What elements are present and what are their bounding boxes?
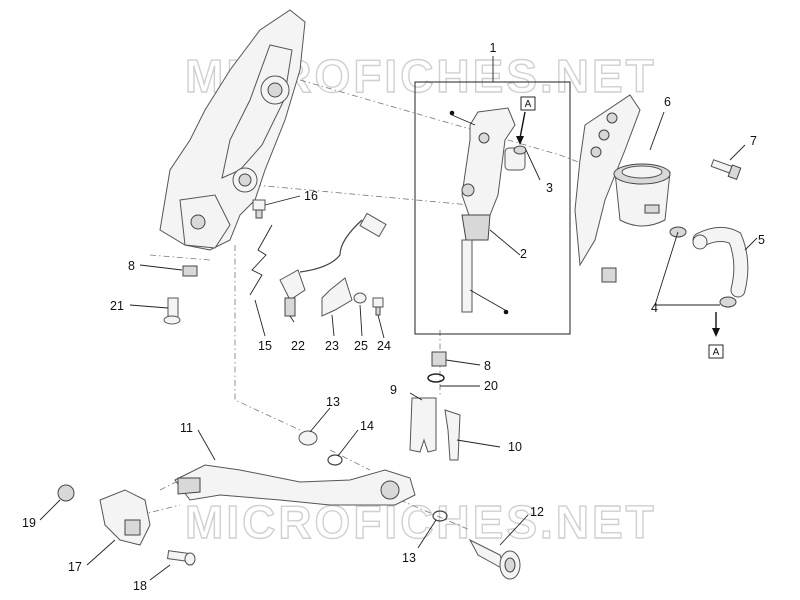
arrowhead-bottom (712, 328, 720, 337)
hose-clamps (669, 226, 737, 308)
callout-4: 4 (651, 301, 658, 315)
hose (692, 227, 749, 298)
bolt-16 (252, 199, 266, 219)
callout-6: 6 (664, 95, 671, 109)
callout-8-left: 8 (128, 259, 135, 273)
washer-14 (327, 454, 343, 466)
reference-marker-top-label: A (525, 99, 532, 110)
washer-13-upper (298, 430, 318, 446)
brake-switch (279, 212, 387, 317)
callout-10: 10 (508, 440, 522, 454)
bushing-8-right (431, 351, 447, 367)
reservoir-mount-plate (574, 94, 641, 267)
callout-22: 22 (291, 339, 305, 353)
screw-18 (166, 550, 196, 566)
callout-1: 1 (490, 41, 497, 55)
leader-lines (39, 56, 758, 581)
washer-25 (353, 292, 367, 304)
callout-20: 20 (484, 379, 498, 393)
callout-dot-lower (503, 309, 509, 315)
reference-marker-bottom: A (708, 344, 724, 359)
callout-9: 9 (390, 383, 397, 397)
callout-5: 5 (758, 233, 765, 247)
pivot-bolt-12 (468, 538, 521, 580)
bushing-8-left (182, 265, 198, 277)
fork-9 (409, 397, 437, 453)
callout-23: 23 (325, 339, 339, 353)
reference-marker-top: A (520, 96, 536, 111)
callout-14: 14 (360, 419, 374, 433)
callout-12: 12 (530, 505, 544, 519)
callout-25: 25 (354, 339, 368, 353)
master-cylinder (461, 107, 527, 313)
footrest-bracket (159, 9, 306, 251)
callout-15: 15 (258, 339, 272, 353)
screw-7 (710, 159, 742, 180)
reference-marker-bottom-label: A (713, 347, 720, 358)
screw-24 (372, 297, 384, 316)
pedal-tip-17 (99, 489, 151, 546)
callout-19: 19 (22, 516, 36, 530)
o-ring-20 (427, 373, 445, 383)
callout-16: 16 (304, 189, 318, 203)
callout-labels: 1 2 3 4 5 6 7 8 8 9 10 11 12 13 13 14 15… (22, 41, 765, 593)
arrow-to-reservoir-inlet (519, 111, 526, 139)
washer-13-lower (432, 510, 448, 522)
master-cylinder-frame (414, 81, 571, 335)
watermark-bottom: MICROFICHES.NET (185, 496, 657, 548)
callout-7: 7 (750, 134, 757, 148)
callout-13-upper: 13 (326, 395, 340, 409)
pin-10 (444, 409, 461, 461)
callout-13-lower: 13 (402, 551, 416, 565)
callout-dot-upper (449, 110, 455, 116)
nut-19 (57, 484, 75, 502)
brake-pedal (174, 464, 416, 506)
callout-18: 18 (133, 579, 147, 593)
switch-bracket (321, 277, 353, 317)
plate-screw (601, 267, 617, 283)
callout-11: 11 (180, 421, 193, 435)
callout-3: 3 (546, 181, 553, 195)
pin-21 (163, 297, 181, 325)
callout-8-right: 8 (484, 359, 491, 373)
arrowhead-top (516, 136, 524, 145)
reservoir (613, 163, 671, 227)
callout-17: 17 (68, 560, 82, 574)
callout-2: 2 (520, 247, 527, 261)
callout-21: 21 (110, 299, 124, 313)
spring (249, 224, 273, 296)
callout-24: 24 (377, 339, 391, 353)
